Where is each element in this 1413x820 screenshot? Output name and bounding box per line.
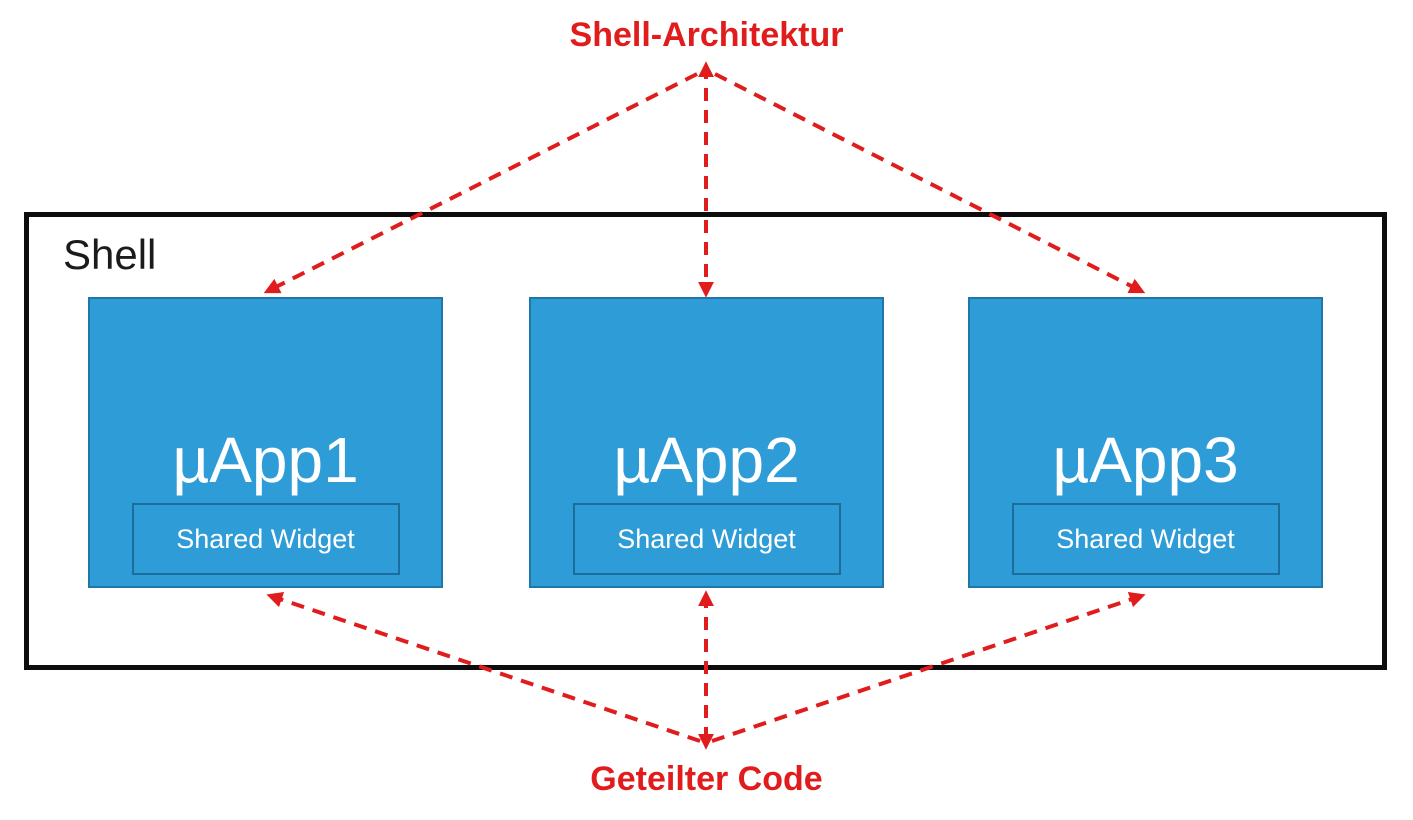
diagram-title-shell-architektur: Shell-Architektur [569, 16, 844, 54]
diagram-title-geteilter-code: Geteilter Code [590, 760, 823, 798]
uapp3-label: µApp3 [1052, 424, 1239, 496]
uapp2-label: µApp2 [613, 424, 800, 496]
shell-label: Shell [63, 231, 157, 278]
uapp3-shared-widget-label: Shared Widget [1056, 523, 1235, 554]
uapp1-label: µApp1 [172, 424, 359, 496]
uapp2-box: µApp2 Shared Widget [529, 297, 884, 588]
uapp2-shared-widget-label: Shared Widget [617, 523, 796, 554]
uapp1-box: µApp1 Shared Widget [88, 297, 443, 588]
uapp3-box: µApp3 Shared Widget [968, 297, 1323, 588]
uapp2-shared-widget-box: Shared Widget [572, 503, 841, 575]
uapp1-shared-widget-box: Shared Widget [131, 503, 400, 575]
uapp3-shared-widget-box: Shared Widget [1011, 503, 1280, 575]
uapp1-shared-widget-label: Shared Widget [176, 523, 355, 554]
